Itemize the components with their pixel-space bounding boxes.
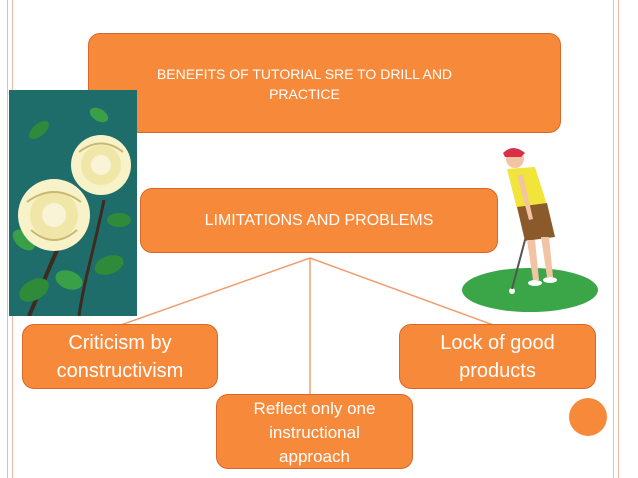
- lock-products-node: Lock of good products: [399, 324, 596, 389]
- left-border-rule: [7, 0, 8, 478]
- limitations-node: LIMITATIONS AND PROBLEMS: [140, 188, 498, 253]
- title-node: BENEFITS OF TUTORIAL SRE TO DRILL AND PR…: [88, 33, 561, 133]
- title-text: BENEFITS OF TUTORIAL SRE TO DRILL AND PR…: [156, 66, 453, 102]
- right-border-rule: [613, 0, 614, 478]
- criticism-text: Criticism by constructivism: [56, 331, 184, 382]
- golfer-image: [462, 148, 598, 312]
- criticism-node: Criticism by constructivism: [22, 324, 218, 389]
- lock-products-text: Lock of good products: [440, 331, 555, 382]
- decorative-orange-dot: [569, 398, 607, 436]
- right-border-rule-inner: [618, 0, 619, 478]
- reflect-text: Reflect only one instructional approach: [253, 399, 376, 466]
- reflect-node: Reflect only one instructional approach: [216, 394, 413, 469]
- connector-to-criticism: [117, 257, 311, 327]
- white-roses-image: [9, 90, 137, 316]
- limitations-text: LIMITATIONS AND PROBLEMS: [204, 211, 434, 229]
